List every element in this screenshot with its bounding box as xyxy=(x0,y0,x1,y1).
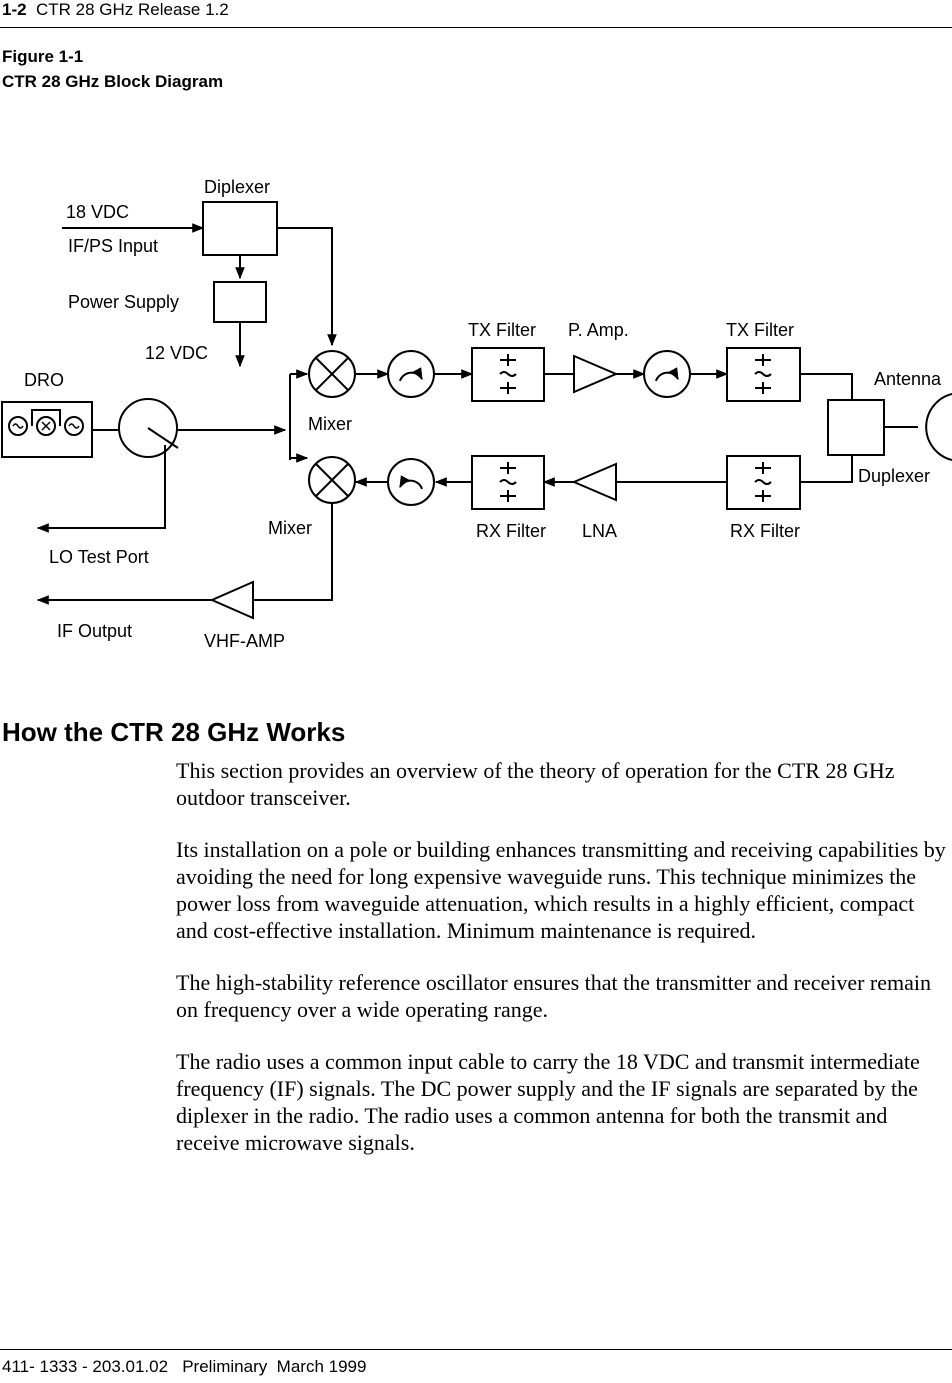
label-dro: DRO xyxy=(24,370,64,390)
label-antenna: Antenna xyxy=(874,369,942,389)
page-header: 1-2 CTR 28 GHz Release 1.2 xyxy=(0,0,952,28)
page-footer: 411- 1333 - 203.01.02 Preliminary March … xyxy=(0,1349,952,1376)
label-if-output: IF Output xyxy=(57,621,132,641)
label-power-supply: Power Supply xyxy=(68,292,179,312)
label-tx-filter-2: TX Filter xyxy=(726,320,794,340)
footer-text: 411- 1333 - 203.01.02 Preliminary March … xyxy=(2,1357,367,1376)
label-tx-filter-1: TX Filter xyxy=(468,320,536,340)
label-mixer-tx: Mixer xyxy=(308,414,352,434)
label-p-amp: P. Amp. xyxy=(568,320,629,340)
paragraph: The radio uses a common input cable to c… xyxy=(176,1049,920,1155)
label-lna: LNA xyxy=(582,521,617,541)
block-diagram: Diplexer 18 VDC IF/PS Input Power Supply… xyxy=(1,177,952,651)
label-ifps-input: IF/PS Input xyxy=(68,236,158,256)
label-rx-filter-2: RX Filter xyxy=(730,521,800,541)
label-18vdc: 18 VDC xyxy=(66,202,129,222)
label-diplexer: Diplexer xyxy=(204,177,270,197)
label-12vdc: 12 VDC xyxy=(145,343,208,363)
label-duplexer: Duplexer xyxy=(858,466,930,486)
document-title: CTR 28 GHz Release 1.2 xyxy=(36,0,229,19)
label-lo-test-port: LO Test Port xyxy=(49,547,149,567)
label-mixer-rx: Mixer xyxy=(268,518,312,538)
label-vhf-amp: VHF-AMP xyxy=(204,631,285,651)
paragraph: The high-stability reference oscillator … xyxy=(176,970,932,1022)
paragraph: Its installation on a pole or building e… xyxy=(176,837,946,943)
figure-title: CTR 28 GHz Block Diagram xyxy=(2,72,224,91)
paragraph: This section provides an overview of the… xyxy=(176,758,895,810)
label-rx-filter-1: RX Filter xyxy=(476,521,546,541)
page-number: 1-2 xyxy=(2,0,27,19)
section-body: This section provides an overview of the… xyxy=(176,757,948,1181)
figure-number: Figure 1-1 xyxy=(2,47,84,66)
section-heading: How the CTR 28 GHz Works xyxy=(2,717,346,747)
